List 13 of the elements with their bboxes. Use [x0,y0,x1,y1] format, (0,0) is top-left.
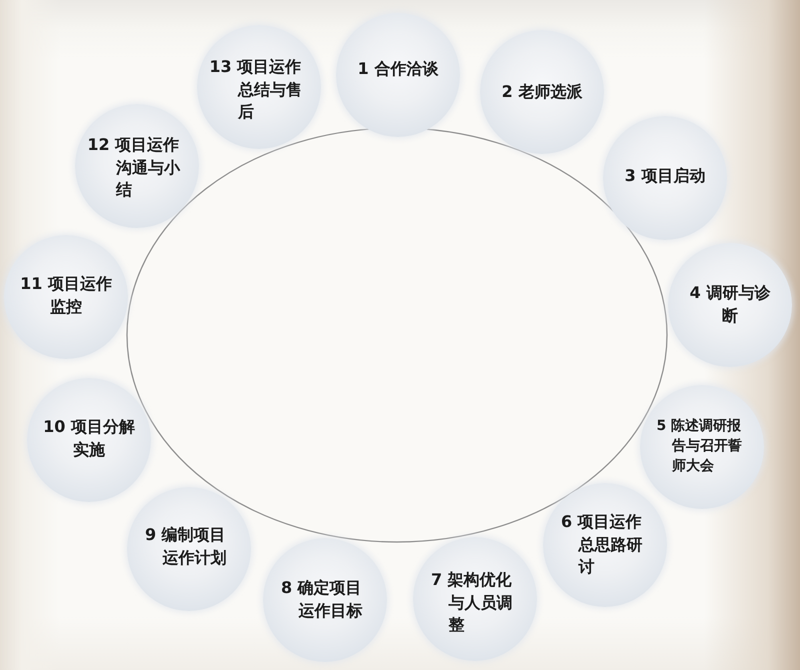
step-label: 7 架构优化与人员调整 [431,568,514,636]
step-label: 9 编制项目运作计划 [145,524,228,569]
step-label: 11 项目运作监控 [19,273,113,318]
step-label: 3 项目启动 [624,164,706,187]
step-label: 2 老师选派 [500,80,584,103]
step-label: 1 合作洽谈 [356,58,440,80]
step-label: 6 项目运作总思路研讨 [561,510,644,578]
step-label: 13 项目运作总结与售后 [209,56,304,124]
step-label: 5 陈述调研报告与召开誓师大会 [656,417,743,476]
step-label: 10 项目分解实施 [42,416,136,461]
step-label: 4 调研与诊断 [688,282,772,327]
step-label: 8 确定项目运作目标 [281,577,364,622]
step-label: 12 项目运作沟通与小结 [87,134,182,202]
